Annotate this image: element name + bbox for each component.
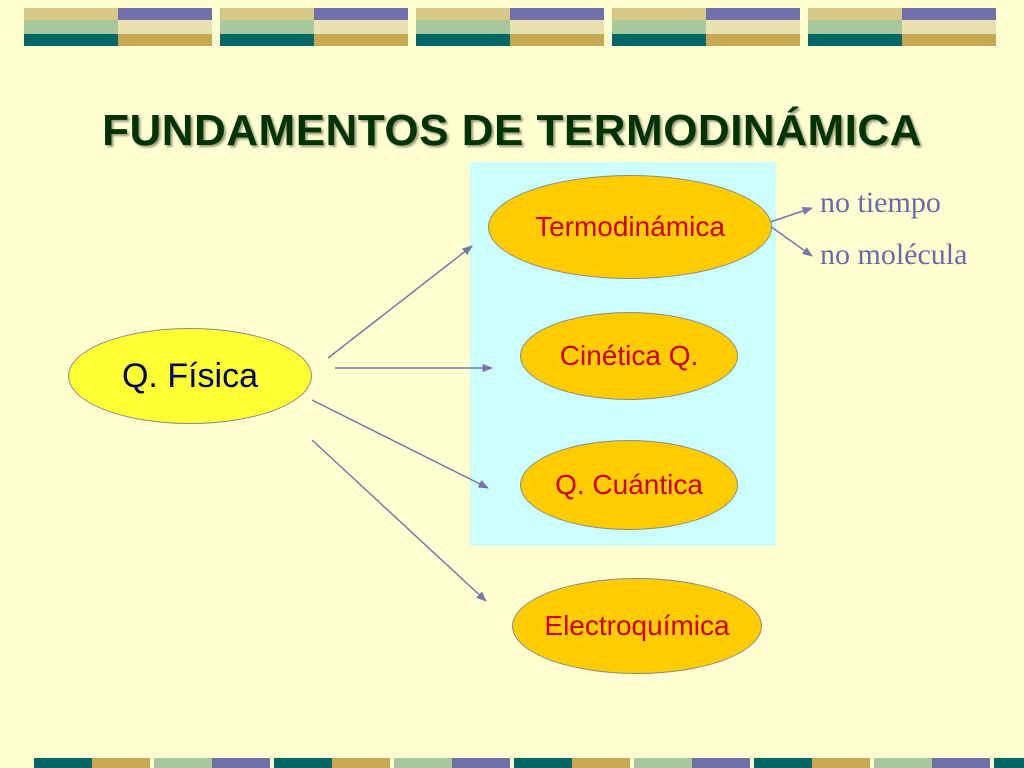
node-cinetica-quimica-label: Cinética Q.	[559, 340, 699, 371]
branch-label-no-molecula: no molécula	[820, 238, 968, 271]
border-tile	[220, 8, 408, 46]
branch-label-no-tiempo: no tiempo	[820, 186, 941, 219]
border-tile	[808, 8, 996, 46]
node-quimica-fisica: Q. Física	[68, 328, 312, 424]
border-tile	[24, 8, 212, 46]
node-termodinamica-label: Termodinámica	[535, 211, 725, 242]
border-tile	[612, 8, 800, 46]
arrow-fisica-to-termodinamica	[327, 245, 473, 359]
arrow-fisica-to-electroquimica	[311, 439, 487, 602]
bottom-border-decoration	[0, 758, 1024, 768]
arrow-fisica-to-cuantica	[311, 399, 489, 489]
arrow-termodinamica-to-tiempo	[769, 207, 813, 223]
node-quimica-cuantica-label: Q. Cuántica	[555, 469, 703, 500]
border-tile	[416, 8, 604, 46]
node-cinetica-quimica: Cinética Q.	[520, 312, 738, 400]
node-quimica-fisica-label: Q. Física	[121, 356, 259, 395]
node-electroquimica: Electroquímica	[512, 578, 762, 674]
node-quimica-cuantica: Q. Cuántica	[520, 440, 738, 530]
node-electroquimica-label: Electroquímica	[544, 610, 730, 641]
slide-title: FUNDAMENTOS DE TERMODINÁMICA	[102, 106, 922, 155]
node-termodinamica: Termodinámica	[488, 175, 772, 279]
arrow-termodinamica-to-molecula	[769, 225, 813, 257]
